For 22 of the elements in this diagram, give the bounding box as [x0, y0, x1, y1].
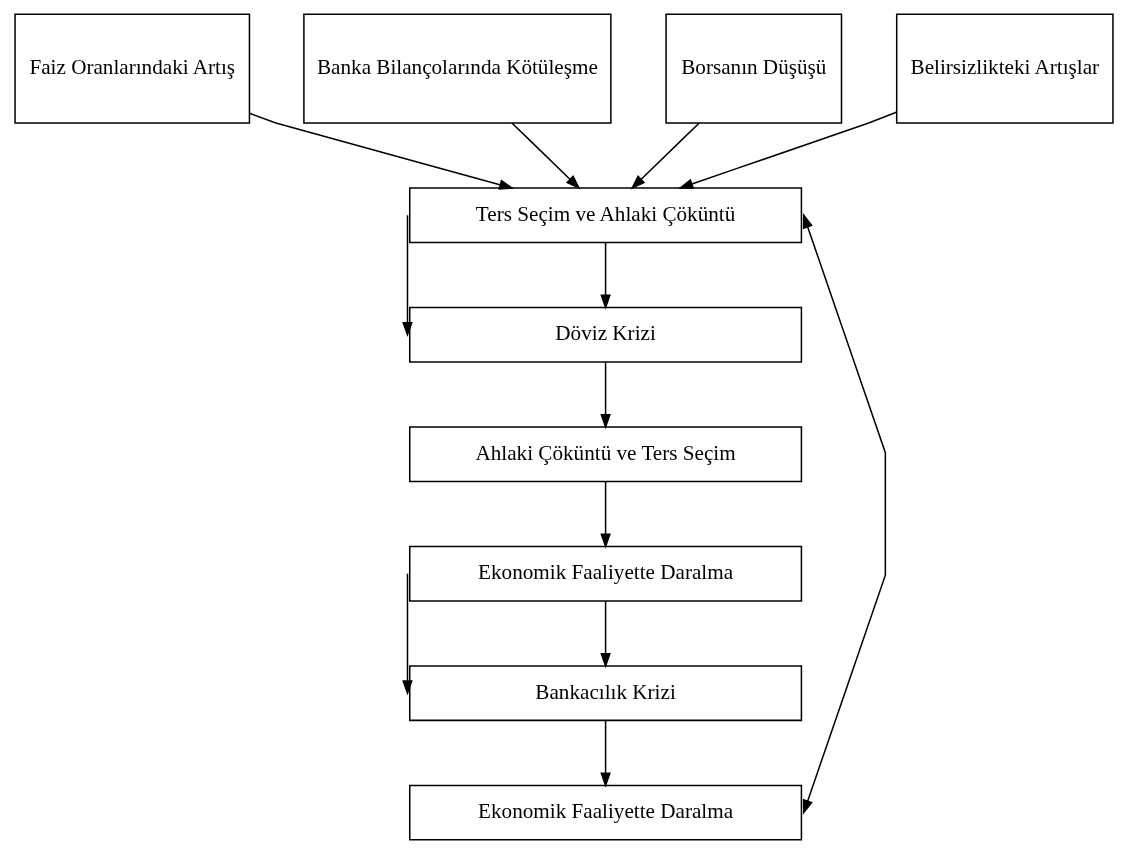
node-box: Borsanın Düşüşü [665, 13, 843, 124]
arrow [600, 480, 611, 549]
node-box: Faiz Oranlarındaki Artış [14, 13, 251, 124]
node-box: Belirsizlikteki Artışlar [895, 13, 1114, 124]
arrow [630, 122, 700, 190]
node-box: Ekonomik Faaliyette Daralma [409, 545, 803, 602]
arrow [248, 112, 515, 190]
arrow [600, 241, 611, 310]
node-box: Ahlaki Çöküntü ve Ters Seçim [409, 426, 803, 483]
arrow [600, 361, 611, 430]
arrow [402, 572, 413, 696]
node-box: Bankacılık Krizi [409, 665, 803, 722]
node-box: Ters Seçim ve Ahlaki Çöküntü [409, 187, 803, 244]
node-box: Döviz Krizi [409, 306, 803, 363]
arrow [600, 600, 611, 669]
arrow [402, 214, 413, 338]
arrow [678, 111, 897, 189]
arrow [600, 719, 611, 788]
arrow [511, 122, 581, 190]
arrow [802, 213, 887, 815]
node-box: Banka Bilançolarında Kötüleşme [303, 13, 612, 124]
node-box: Ekonomik Faaliyette Daralma [409, 784, 803, 841]
